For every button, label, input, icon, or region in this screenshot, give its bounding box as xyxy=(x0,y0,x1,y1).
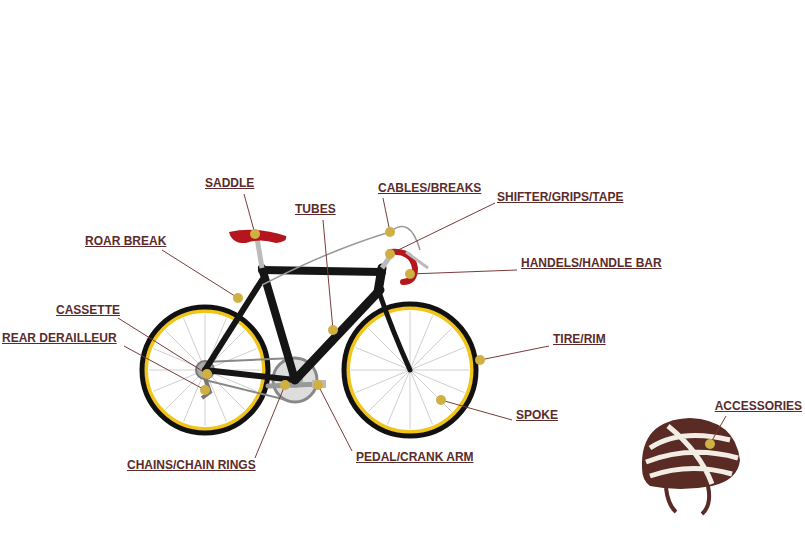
part-label: TUBES xyxy=(295,202,336,216)
seat-post xyxy=(257,238,262,268)
part-label: REAR DERAILLEUR xyxy=(2,331,117,345)
rear-wheel xyxy=(142,307,268,433)
part-label: CABLES/BREAKS xyxy=(378,181,481,195)
frame xyxy=(205,268,410,380)
part-label: CHAINS/CHAIN RINGS xyxy=(127,458,256,472)
callout-dots xyxy=(200,227,715,449)
part-label: TIRE/RIM xyxy=(553,332,606,346)
part-label: CASSETTE xyxy=(56,303,120,317)
part-label: ROAR BREAK xyxy=(85,234,166,248)
cable xyxy=(262,226,420,285)
part-label: ACCESSORIES xyxy=(715,399,802,413)
saddle-shape xyxy=(229,230,286,243)
shifter-lever xyxy=(406,252,428,268)
part-label: SHIFTER/GRIPS/TAPE xyxy=(497,190,623,204)
part-label: PEDAL/CRANK ARM xyxy=(356,450,474,464)
part-label: SPOKE xyxy=(516,408,558,422)
part-label: HANDELS/HANDLE BAR xyxy=(521,256,662,270)
leader-lines xyxy=(118,194,726,458)
part-label: SADDLE xyxy=(205,176,254,190)
helmet xyxy=(642,418,740,514)
